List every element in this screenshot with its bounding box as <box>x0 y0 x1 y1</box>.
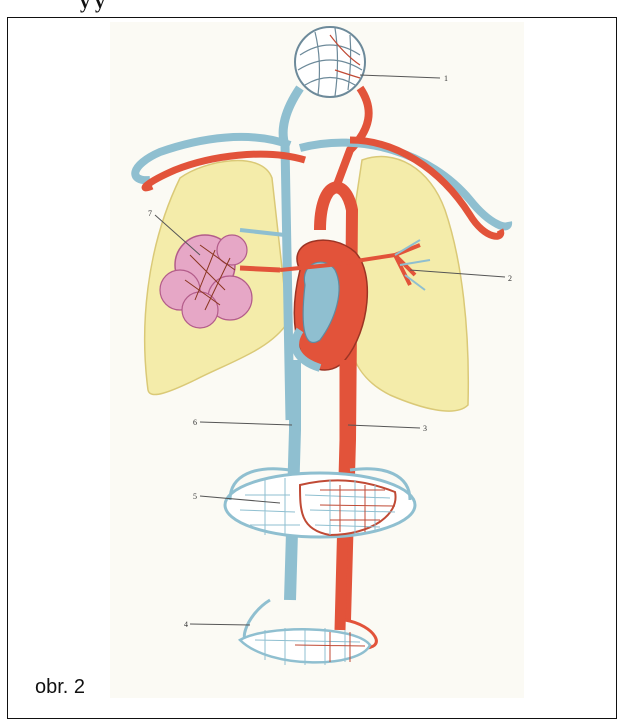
abdominal-capillary-bed <box>225 469 415 537</box>
figure-caption: obr. 2 <box>35 676 85 699</box>
head-capillaries <box>295 27 365 97</box>
label-7: 7 <box>148 209 152 218</box>
label-3: 3 <box>423 424 427 433</box>
label-1: 1 <box>444 74 448 83</box>
label-4: 4 <box>184 620 188 629</box>
label-2: 2 <box>508 274 512 283</box>
label-5: 5 <box>193 492 197 501</box>
leg-capillary-bed <box>240 600 376 665</box>
label-6: 6 <box>193 418 197 427</box>
